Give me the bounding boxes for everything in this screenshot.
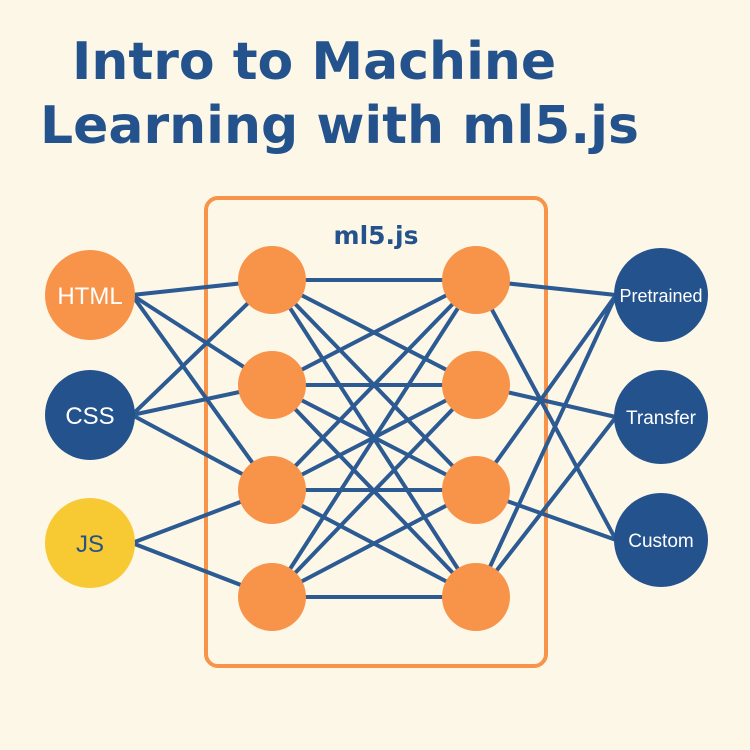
ml5-library-box	[204, 196, 548, 668]
input-node-css	[45, 370, 135, 460]
input-node-html	[45, 250, 135, 340]
output-label-pretrained: Pretrained	[619, 286, 702, 306]
hidden2-node-1	[442, 351, 510, 419]
output-node-transfer	[614, 370, 708, 464]
page-title: Intro to Machine Learning with ml5.js	[0, 30, 750, 158]
hidden-layer-nodes	[238, 246, 510, 631]
hidden1-node-1	[238, 351, 306, 419]
hidden2-node-3	[442, 563, 510, 631]
edge-hidden2-3-output-1	[474, 415, 618, 599]
edge-hidden2-0-output-2	[474, 278, 618, 542]
title-line-2: Learning with ml5.js	[40, 96, 639, 156]
hidden1-node-0	[238, 246, 306, 314]
title-line-1: Intro to Machine	[72, 32, 557, 92]
edge-hidden2-3-output-0	[474, 293, 618, 599]
hidden2-node-2	[442, 456, 510, 524]
output-nodes: Pretrained Transfer Custom	[614, 248, 708, 587]
edge-hidden2-2-output-0	[474, 293, 618, 492]
edge-hidden1-1-hidden2-0	[270, 278, 478, 387]
hidden2-node-0	[442, 246, 510, 314]
output-node-custom	[614, 493, 708, 587]
output-node-pretrained	[614, 248, 708, 342]
edge-hidden1-2-hidden2-0	[270, 278, 478, 492]
edge-hidden1-3-hidden2-2	[270, 488, 478, 599]
edge-input-0-hidden1-2	[130, 293, 274, 492]
edge-hidden1-3-hidden2-0	[270, 278, 478, 599]
input-label-html: HTML	[57, 283, 122, 310]
edge-hidden1-3-hidden2-1	[270, 383, 478, 599]
hidden1-node-2	[238, 456, 306, 524]
hidden1-node-3	[238, 563, 306, 631]
output-label-custom: Custom	[628, 531, 693, 552]
input-nodes: HTML CSS JS	[45, 250, 135, 588]
input-node-js	[45, 498, 135, 588]
input-label-css: CSS	[65, 403, 114, 430]
ml5-library-label: ml5.js	[334, 221, 419, 250]
input-label-js: JS	[76, 531, 104, 558]
output-label-transfer: Transfer	[626, 408, 697, 429]
